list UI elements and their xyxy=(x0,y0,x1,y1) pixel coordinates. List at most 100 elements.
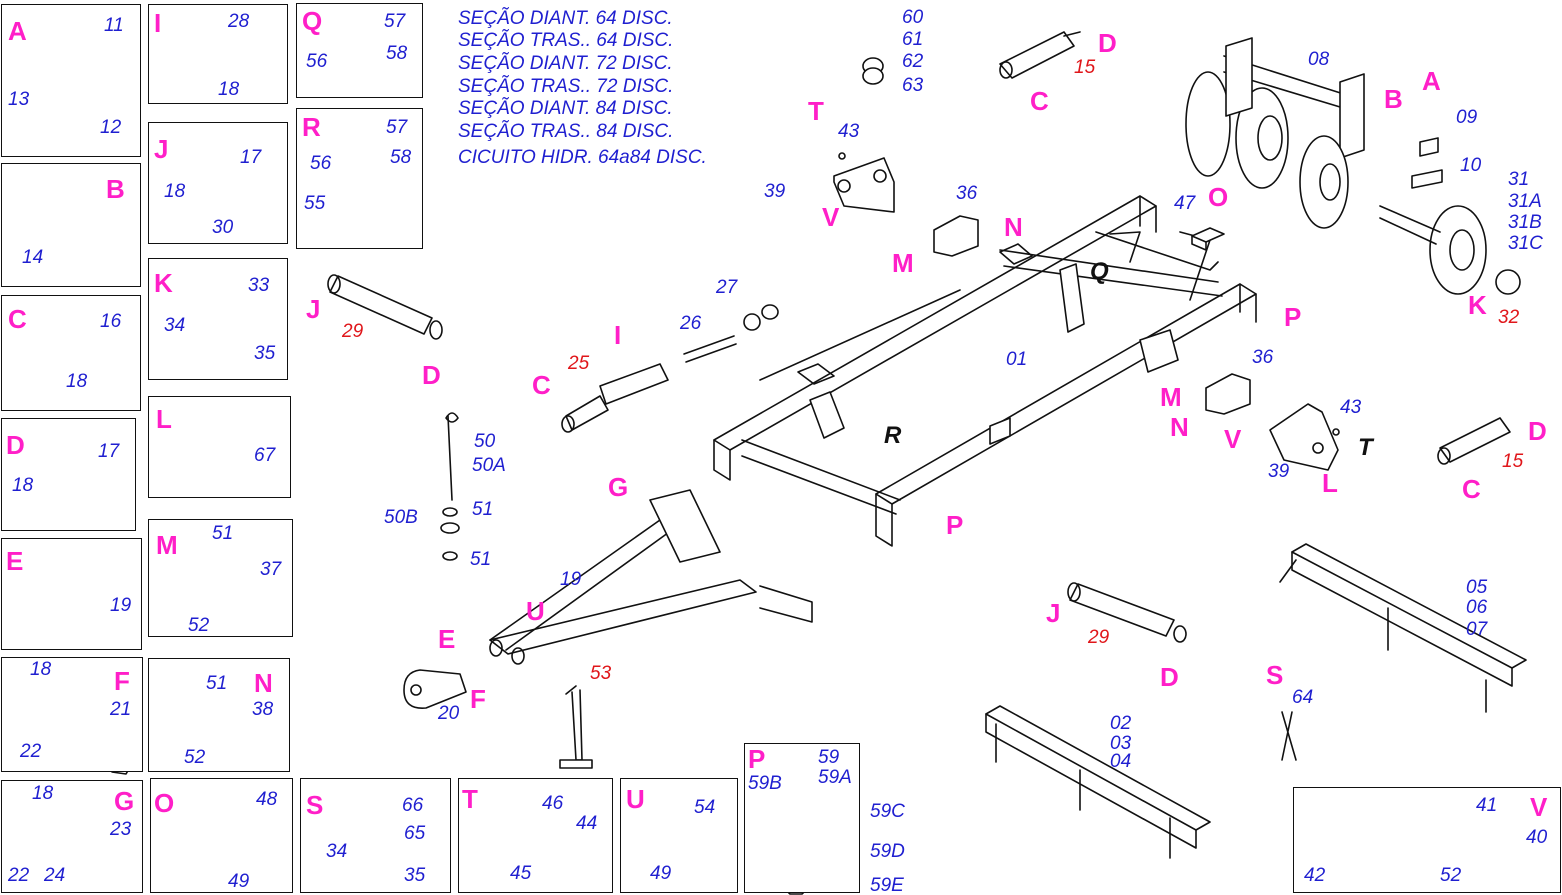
part-56-box-q-label: 56 xyxy=(306,51,328,72)
box-o-letter: O xyxy=(154,788,175,818)
box-a-letter: A xyxy=(8,16,27,46)
spring-64-drawing xyxy=(1281,711,1297,761)
box-c-letter: C xyxy=(8,304,27,334)
beam-05-drawing xyxy=(1279,543,1527,713)
part-36-left-label: 36 xyxy=(956,183,978,204)
part-52-box-n-label: 52 xyxy=(184,747,206,768)
part-26-label: 26 xyxy=(680,313,702,334)
drawbar-19-drawing xyxy=(489,489,813,665)
cyl-top-15-label: 15 xyxy=(1074,57,1096,78)
wheels-k-letter: K xyxy=(1468,290,1487,320)
part-18-label: 18 xyxy=(66,371,88,392)
part-58-box-q-label: 58 xyxy=(386,43,408,64)
part-12-label: 12 xyxy=(100,117,122,138)
jack-53-drawing xyxy=(559,685,593,769)
part-35-box-s-label: 35 xyxy=(404,865,426,886)
detail-box-v xyxy=(1293,787,1561,893)
part-22-box-g-label: 22 xyxy=(8,865,30,886)
bracket-right-l-letter: L xyxy=(1322,468,1338,498)
part-49-box-o-label: 49 xyxy=(228,871,250,892)
box-b-letter: B xyxy=(106,174,125,204)
detail-box-k xyxy=(148,258,288,380)
part-56-box-r-label: 56 xyxy=(310,153,332,174)
part-58-box-r-label: 58 xyxy=(390,147,412,168)
bracket-right-t-letter: T xyxy=(1358,434,1373,461)
bracket-39-right-drawing xyxy=(1205,373,1340,471)
beam-02-drawing xyxy=(985,705,1211,859)
part-51-box-m-label: 51 xyxy=(212,523,234,544)
part-47-label: 47 xyxy=(1174,193,1196,214)
box-n-letter: N xyxy=(254,668,273,698)
part-17-box-j-label: 17 xyxy=(240,147,262,168)
part-34-box-k-label: 34 xyxy=(164,315,186,336)
detail-box-i xyxy=(148,4,288,104)
part-59-label: 59 xyxy=(818,747,840,768)
part-54-label: 54 xyxy=(694,797,716,818)
cylinder-15-right-drawing xyxy=(1437,417,1511,465)
part-35-box-k-label: 35 xyxy=(254,343,276,364)
part-42-label: 42 xyxy=(1304,865,1326,886)
cyl-top-c-letter: C xyxy=(1030,86,1049,116)
clevis-20-drawing xyxy=(403,669,467,709)
part-52-box-v-label: 52 xyxy=(1440,865,1462,886)
part-11-label: 11 xyxy=(104,15,124,36)
detail-box-q xyxy=(296,3,423,98)
box-q-letter: Q xyxy=(302,6,323,36)
box-p-letter: P xyxy=(748,744,766,774)
part-51-chain-top-label: 51 xyxy=(472,499,494,520)
part-45-label: 45 xyxy=(510,863,532,884)
part-61-label: 61 xyxy=(902,29,924,50)
bushing-60-drawing xyxy=(862,57,884,85)
cylinder-15-top-drawing xyxy=(999,31,1081,79)
part-07-label: 07 xyxy=(1466,619,1488,640)
part-25-label: 25 xyxy=(568,353,590,374)
part-23-label: 23 xyxy=(110,819,132,840)
detail-box-f xyxy=(1,657,143,772)
detail-box-b xyxy=(1,163,141,287)
part-20-label: 20 xyxy=(438,703,460,724)
part-04-label: 04 xyxy=(1110,751,1132,772)
detail-box-o xyxy=(150,778,293,893)
cyl-top-d-letter: D xyxy=(1098,28,1117,58)
part-02-label: 02 xyxy=(1110,713,1132,734)
box-m-letter: M xyxy=(156,530,178,560)
detail-box-a xyxy=(1,4,141,157)
cyl29-top-d-letter: D xyxy=(422,360,441,390)
box-v-letter: V xyxy=(1530,792,1548,822)
part-24-label: 24 xyxy=(44,865,66,886)
part-64-label: 64 xyxy=(1292,687,1314,708)
frame-q-letter: Q xyxy=(1090,258,1109,285)
part-60-label: 60 xyxy=(902,7,924,28)
part-08-label: 08 xyxy=(1308,49,1330,70)
cyl29-bottom-29-label: 29 xyxy=(1088,627,1110,648)
cylinder-29-top-drawing xyxy=(327,274,443,340)
part-19-box-e-label: 19 xyxy=(110,595,132,616)
frame-p1-letter: P xyxy=(1284,302,1302,332)
part-62-label: 62 xyxy=(902,51,924,72)
detail-box-j xyxy=(148,122,288,244)
cylinder-25-drawing xyxy=(561,304,779,433)
bracket-left-m-letter: M xyxy=(892,248,914,278)
detail-box-t xyxy=(458,778,613,893)
part-33-label: 33 xyxy=(248,275,270,296)
box-i-letter: I xyxy=(154,8,162,38)
detail-box-d xyxy=(1,418,136,531)
part-66-label: 66 xyxy=(402,795,424,816)
part-39-right-label: 39 xyxy=(1268,461,1290,482)
hitch-u-letter: U xyxy=(526,596,545,626)
title-line-6: SEÇÃO TRAS.. 84 DISC. xyxy=(458,121,674,142)
part-31b-label: 31B xyxy=(1508,212,1542,233)
frame-01-drawing xyxy=(713,195,1257,547)
detail-box-p xyxy=(744,743,860,893)
part-21-label: 21 xyxy=(110,699,132,720)
hitch-f-letter: F xyxy=(470,684,486,714)
part-31-label: 31 xyxy=(1508,169,1530,190)
chain-50-drawing xyxy=(440,412,460,561)
part-43-left-label: 43 xyxy=(838,121,860,142)
part-09-label: 09 xyxy=(1456,107,1478,128)
part-51-box-n-label: 51 xyxy=(206,673,228,694)
cyl29-bottom-d-letter: D xyxy=(1160,662,1179,692)
wheels-b-letter: B xyxy=(1384,84,1403,114)
part-43-right-label: 43 xyxy=(1340,397,1362,418)
part-37-label: 37 xyxy=(260,559,282,580)
